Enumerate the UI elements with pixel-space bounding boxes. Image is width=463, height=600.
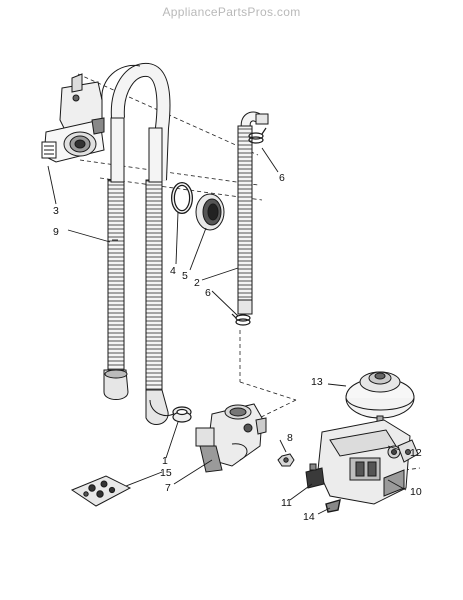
callout-8: 8 — [287, 432, 293, 444]
callout-1: 1 — [162, 455, 168, 467]
callout-7: 7 — [165, 482, 171, 494]
callout-15: 15 — [160, 467, 172, 479]
callout-labels: 1 2 3 4 5 6 6 7 8 9 10 11 12 13 14 15 — [53, 172, 422, 523]
callout-14: 14 — [303, 511, 315, 523]
callout-12: 12 — [410, 447, 422, 459]
site-watermark: AppliancePartsPros.com — [162, 5, 301, 19]
part-5-grommet — [195, 193, 225, 231]
callout-11: 11 — [281, 497, 292, 509]
callout-10: 10 — [410, 486, 422, 498]
part-7-valve — [195, 403, 267, 473]
part-6-clamp-lower — [231, 313, 251, 326]
part-15-plate — [70, 475, 132, 507]
part-6-clamp-upper — [248, 127, 267, 144]
callout-6-lower: 6 — [205, 287, 211, 299]
part-12-bracket — [397, 439, 419, 463]
part-14-clip — [325, 499, 341, 513]
part-11-sensor — [305, 463, 325, 489]
part-10-pump-housing — [317, 419, 411, 505]
part-3-vent-bracket — [41, 73, 105, 163]
callout-3: 3 — [53, 205, 59, 217]
callout-13: 13 — [311, 376, 323, 388]
callout-9: 9 — [53, 226, 59, 238]
callout-5: 5 — [182, 270, 188, 282]
callout-2: 2 — [194, 277, 200, 289]
callout-6-upper: 6 — [279, 172, 285, 184]
part-2-fill-hose — [237, 111, 269, 315]
part-1-hose-clamp — [172, 406, 192, 423]
callout-4: 4 — [170, 265, 176, 277]
part-8-nut — [277, 453, 295, 467]
part-4-gasket — [171, 182, 193, 214]
part-9-drain-hose — [101, 62, 177, 426]
leader-lines — [47, 147, 407, 515]
part-13-motor-dome — [345, 371, 415, 440]
